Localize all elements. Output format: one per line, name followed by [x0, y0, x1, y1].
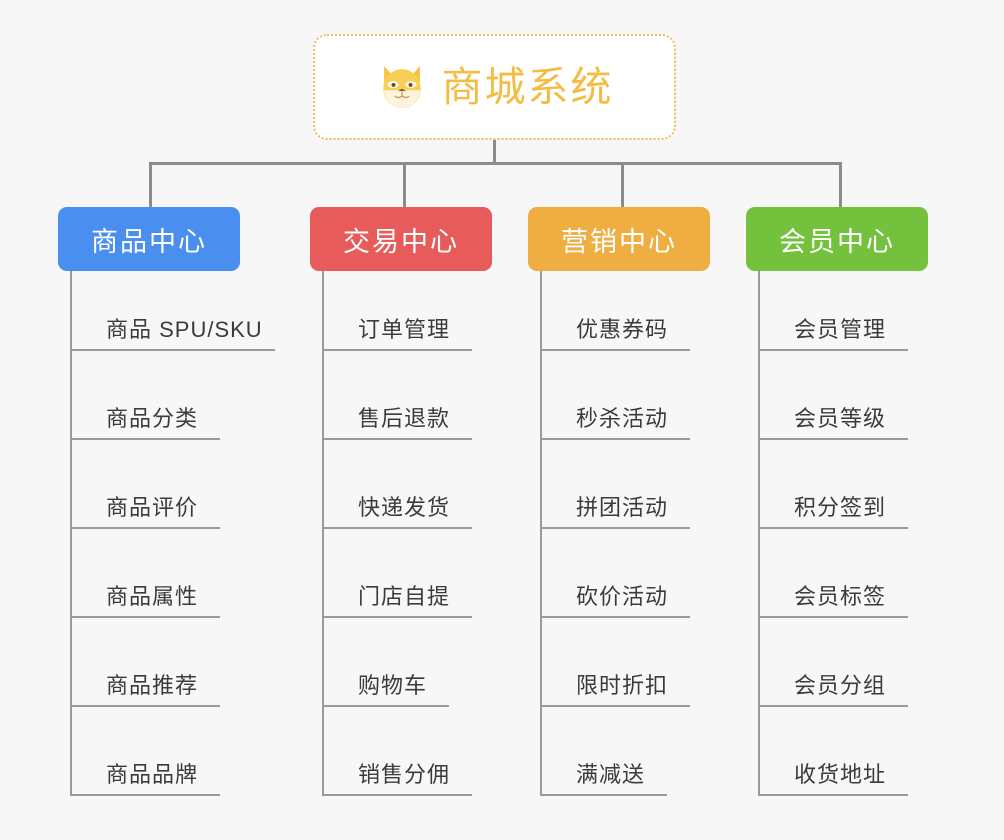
leaf-item[interactable]: 限时折扣 [540, 661, 740, 707]
leaf-label: 商品 SPU/SKU [106, 317, 263, 342]
connector-drop-4 [839, 162, 842, 207]
branch-stem [322, 271, 324, 796]
leaf-label: 销售分佣 [358, 762, 451, 787]
leaf-label: 门店自提 [358, 584, 451, 609]
leaf-underline [70, 527, 220, 529]
branch-stem [540, 271, 542, 796]
leaf-label: 商品品牌 [106, 762, 199, 787]
leaf-label: 会员等级 [794, 406, 887, 431]
leaf-item[interactable]: 商品属性 [70, 572, 290, 618]
leaf-label: 商品分类 [106, 406, 199, 431]
leaf-label: 积分签到 [794, 495, 887, 520]
leaf-underline [70, 794, 220, 796]
branch-column-2: 订单管理售后退款快递发货门店自提购物车销售分佣 [322, 271, 522, 831]
leaf-item[interactable]: 快递发货 [322, 483, 522, 529]
leaf-item[interactable]: 商品评价 [70, 483, 290, 529]
branch-column-3: 优惠券码秒杀活动拼团活动砍价活动限时折扣满减送 [540, 271, 740, 831]
connector-horizontal-bus [149, 162, 841, 165]
connector-drop-3 [621, 162, 624, 207]
category-label-4: 会员中心 [779, 226, 895, 257]
leaf-item[interactable]: 会员管理 [758, 305, 958, 351]
root-node[interactable]: 商城系统 [313, 34, 676, 140]
leaf-label: 秒杀活动 [576, 406, 669, 431]
leaf-item[interactable]: 积分签到 [758, 483, 958, 529]
leaf-item[interactable]: 砍价活动 [540, 572, 740, 618]
leaf-label: 限时折扣 [576, 673, 669, 698]
leaf-item[interactable]: 满减送 [540, 750, 740, 796]
leaf-label: 砍价活动 [576, 584, 669, 609]
leaf-item[interactable]: 会员分组 [758, 661, 958, 707]
leaf-underline [758, 349, 908, 351]
leaf-underline [758, 794, 908, 796]
leaf-underline [540, 616, 690, 618]
connector-drop-2 [403, 162, 406, 207]
leaf-item[interactable]: 会员标签 [758, 572, 958, 618]
leaf-underline [540, 794, 667, 796]
leaf-underline [758, 438, 908, 440]
leaf-item[interactable]: 购物车 [322, 661, 522, 707]
leaf-item[interactable]: 商品分类 [70, 394, 290, 440]
leaf-label: 订单管理 [358, 317, 451, 342]
leaf-item[interactable]: 商品品牌 [70, 750, 290, 796]
leaf-label: 收货地址 [794, 762, 887, 787]
leaf-underline [540, 527, 690, 529]
leaf-label: 会员管理 [794, 317, 887, 342]
category-box-2[interactable]: 交易中心 [310, 207, 492, 271]
leaf-item[interactable]: 收货地址 [758, 750, 958, 796]
leaf-label: 商品评价 [106, 495, 199, 520]
root-title: 商城系统 [441, 63, 614, 110]
leaf-item[interactable]: 售后退款 [322, 394, 522, 440]
category-label-1: 商品中心 [91, 226, 207, 257]
branch-stem [70, 271, 72, 796]
connector-root-stem [493, 140, 496, 164]
leaf-item[interactable]: 门店自提 [322, 572, 522, 618]
leaf-underline [70, 705, 220, 707]
leaf-label: 售后退款 [358, 406, 451, 431]
leaf-label: 满减送 [576, 762, 646, 787]
leaf-underline [322, 438, 472, 440]
leaf-item[interactable]: 拼团活动 [540, 483, 740, 529]
leaf-underline [70, 616, 220, 618]
leaf-label: 拼团活动 [576, 495, 669, 520]
leaf-underline [758, 616, 908, 618]
leaf-label: 商品属性 [106, 584, 199, 609]
leaf-label: 优惠券码 [576, 317, 669, 342]
leaf-underline [540, 705, 690, 707]
leaf-label: 快递发货 [358, 495, 451, 520]
leaf-label: 会员标签 [794, 584, 887, 609]
branch-column-1: 商品 SPU/SKU 商品分类商品评价商品属性商品推荐商品品牌 [70, 271, 290, 831]
leaf-underline [322, 349, 472, 351]
leaf-underline [758, 527, 908, 529]
leaf-underline [322, 616, 472, 618]
category-label-2: 交易中心 [343, 226, 459, 257]
leaf-label: 会员分组 [794, 673, 887, 698]
category-box-3[interactable]: 营销中心 [528, 207, 710, 271]
category-box-1[interactable]: 商品中心 [58, 207, 240, 271]
leaf-underline [322, 705, 449, 707]
leaf-label: 商品推荐 [106, 673, 199, 698]
leaf-item[interactable]: 商品 SPU/SKU [70, 305, 290, 351]
leaf-label: 购物车 [358, 673, 428, 698]
leaf-item[interactable]: 商品推荐 [70, 661, 290, 707]
leaf-underline [70, 438, 220, 440]
dog-face-icon [382, 65, 421, 109]
leaf-underline [540, 438, 690, 440]
connector-drop-1 [149, 162, 152, 207]
leaf-item[interactable]: 会员等级 [758, 394, 958, 440]
leaf-underline [758, 705, 908, 707]
leaf-underline [70, 349, 275, 351]
leaf-item[interactable]: 销售分佣 [322, 750, 522, 796]
leaf-underline [540, 349, 690, 351]
leaf-underline [322, 794, 472, 796]
category-box-4[interactable]: 会员中心 [746, 207, 928, 271]
leaf-item[interactable]: 秒杀活动 [540, 394, 740, 440]
branch-stem [758, 271, 760, 796]
branch-column-4: 会员管理会员等级积分签到会员标签会员分组收货地址 [758, 271, 958, 831]
category-label-3: 营销中心 [561, 226, 677, 257]
leaf-item[interactable]: 订单管理 [322, 305, 522, 351]
leaf-item[interactable]: 优惠券码 [540, 305, 740, 351]
leaf-underline [322, 527, 472, 529]
